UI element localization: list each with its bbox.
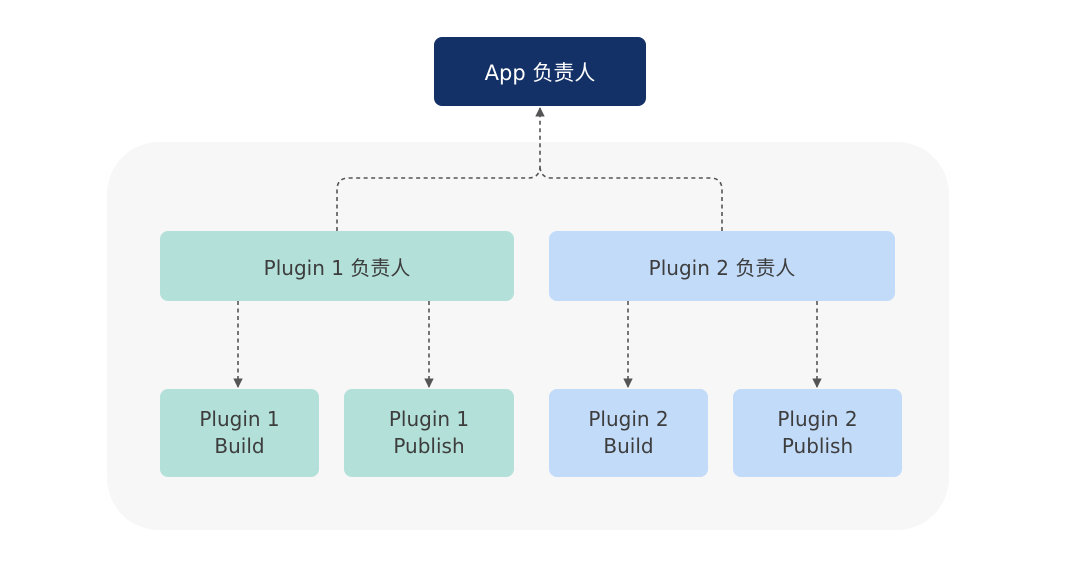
plugin1-build-node: Plugin 1 Build — [160, 389, 319, 477]
plugin1-build-line1: Plugin 1 — [199, 407, 280, 431]
plugin2-build-line1: Plugin 2 — [588, 407, 669, 431]
plugin2-publish-line1: Plugin 2 — [777, 407, 858, 431]
plugin2-build-line2: Build — [603, 434, 654, 458]
plugin2-build-node: Plugin 2 Build — [549, 389, 708, 477]
connector-plugin2-to-app — [539, 165, 723, 231]
plugin2-publish-node: Plugin 2 Publish — [733, 389, 902, 477]
plugin1-build-line2: Build — [214, 434, 265, 458]
app-owner-node: App 负责人 — [434, 37, 646, 106]
app-owner-label: App 负责人 — [484, 60, 596, 85]
plugin1-publish-line2: Publish — [393, 434, 465, 458]
plugin1-publish-node: Plugin 1 Publish — [344, 389, 514, 477]
plugin1-owner-node: Plugin 1 负责人 — [160, 231, 514, 301]
plugin2-owner-label: Plugin 2 负责人 — [648, 255, 796, 280]
plugin2-publish-line2: Publish — [781, 434, 854, 458]
connector-plugin1-to-app — [336, 107, 545, 231]
plugin1-publish-line1: Plugin 1 — [388, 407, 470, 431]
plugin1-owner-label: Plugin 1 负责人 — [263, 255, 411, 280]
plugin2-owner-node: Plugin 2 负责人 — [549, 231, 895, 301]
